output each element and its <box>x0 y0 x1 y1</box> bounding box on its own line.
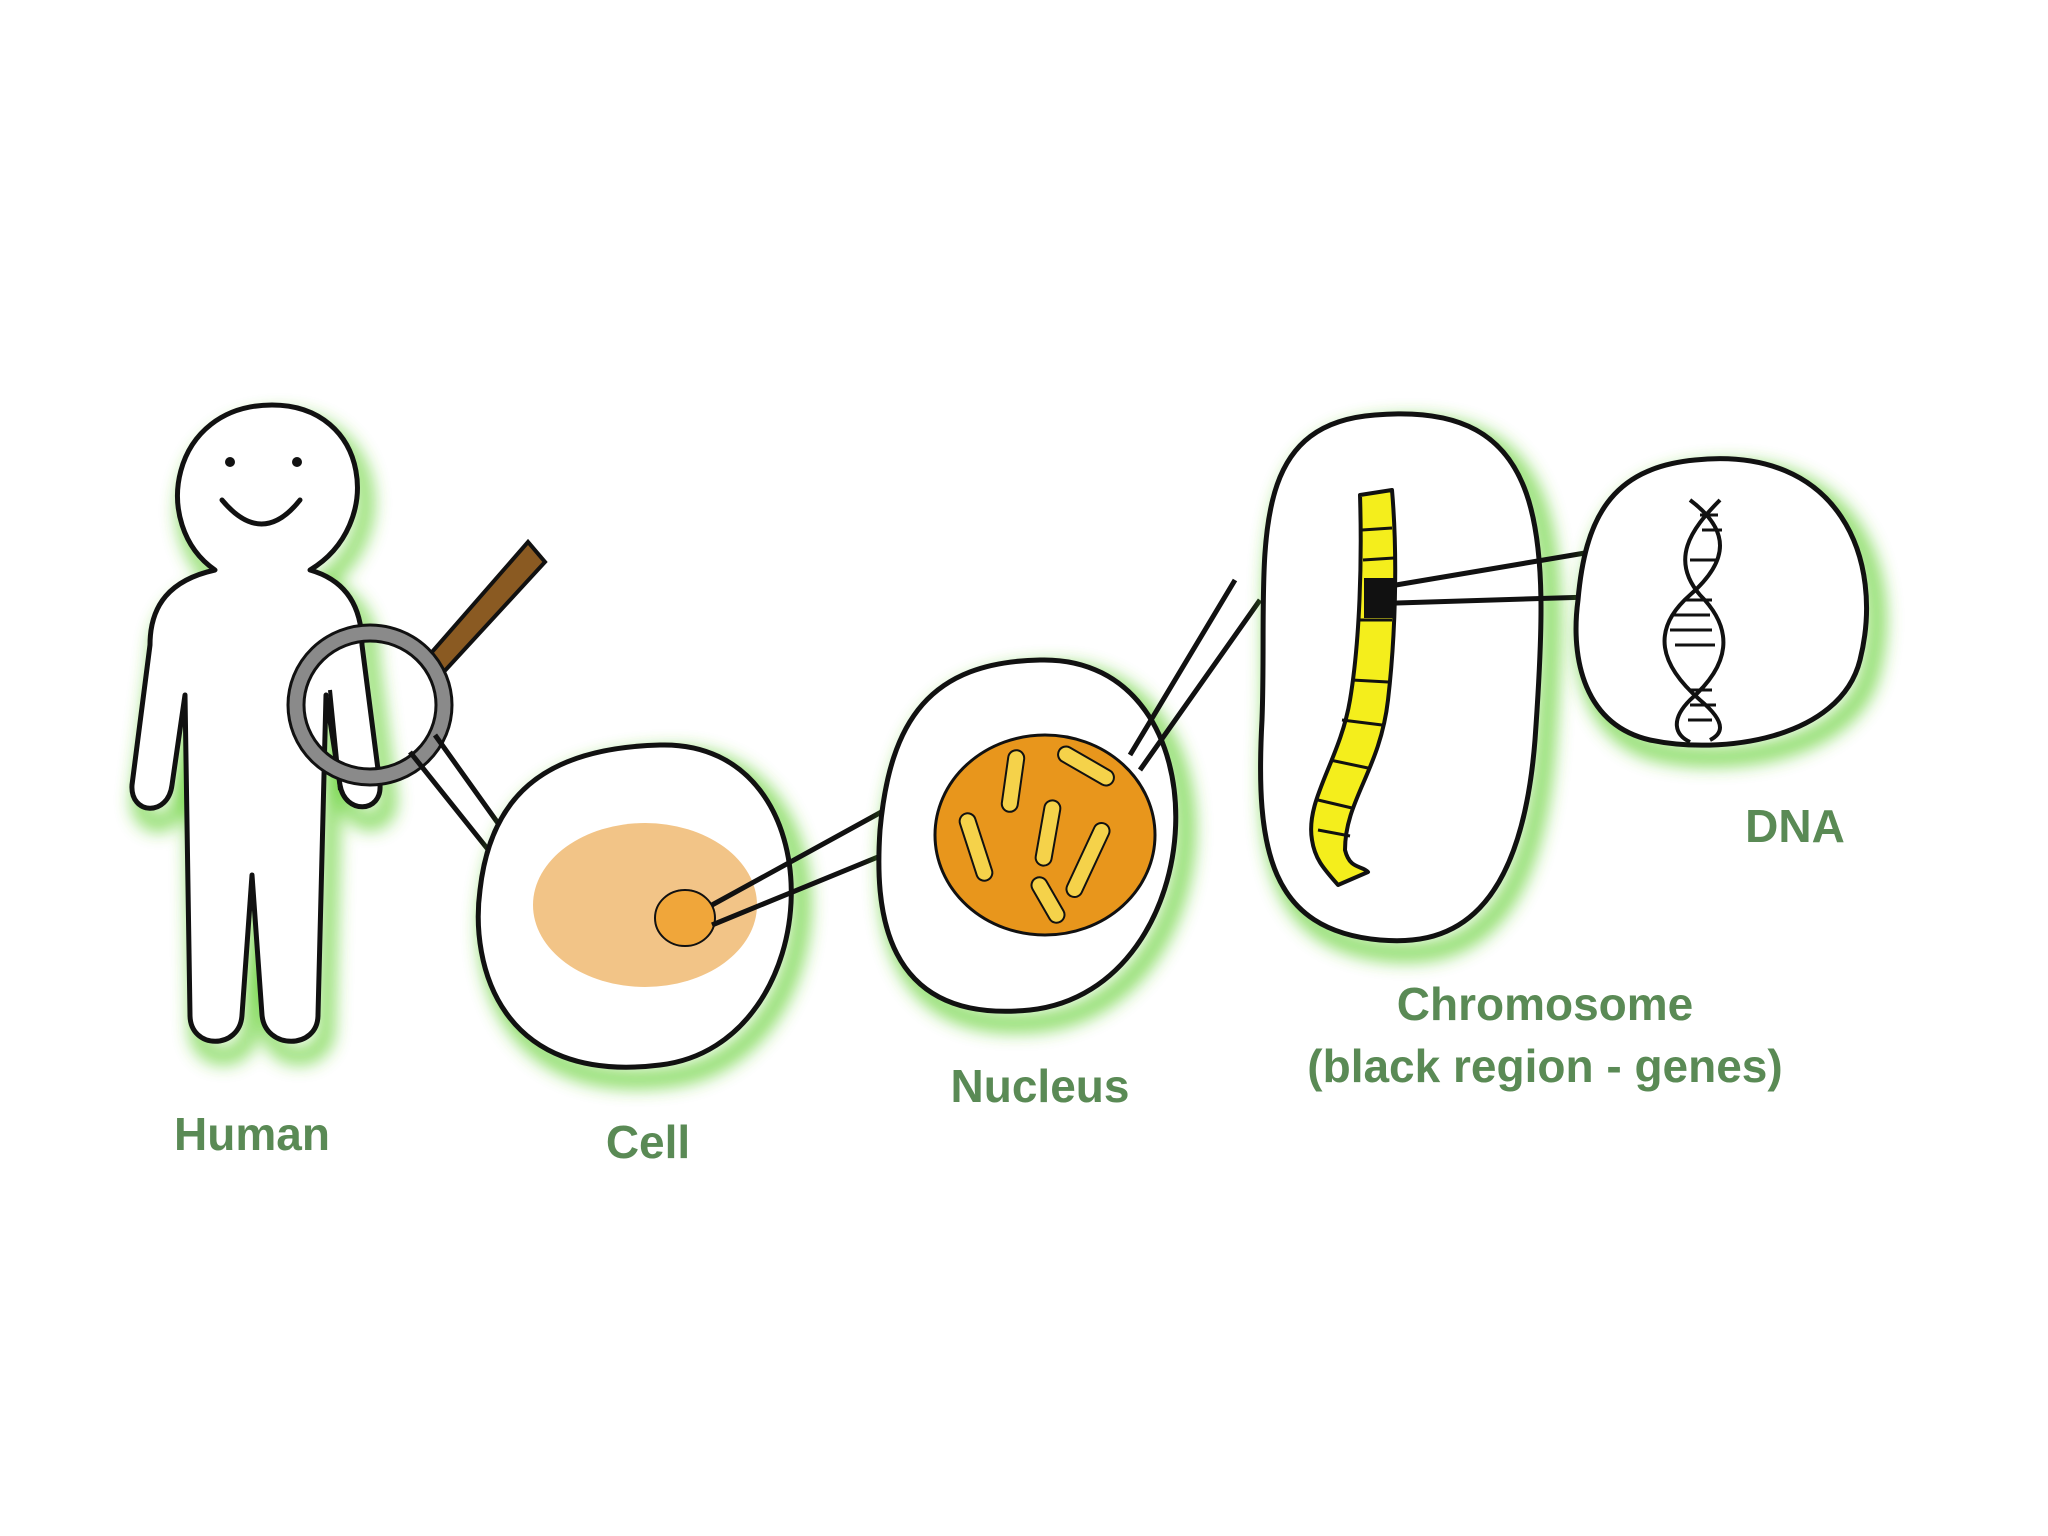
dna-outline <box>1573 456 1869 748</box>
chromosome-bands <box>1317 526 1395 838</box>
cell-cytoplasm <box>533 823 757 987</box>
chromosome-bubble <box>1258 411 1560 961</box>
label-nucleus: Nucleus <box>951 1060 1130 1112</box>
cell-bubble <box>475 742 810 1088</box>
label-chromosome: Chromosome <box>1397 978 1693 1030</box>
human-smile <box>219 497 303 527</box>
label-dna: DNA <box>1745 800 1845 852</box>
dna-double-helix-icon <box>1662 498 1726 744</box>
cell-nucleus <box>654 889 716 947</box>
chromatin-strands <box>958 745 1115 924</box>
human-body <box>129 402 383 1044</box>
human-eye-right <box>292 457 302 467</box>
chromosome-outline <box>1258 411 1544 944</box>
label-chromosome-note: (black region - genes) <box>1307 1040 1782 1092</box>
human-eye-left <box>225 457 235 467</box>
human-figure <box>129 402 395 1064</box>
zoom-beam-nucleus-to-chromosome <box>1127 578 1263 772</box>
magnifying-glass-icon <box>286 538 548 787</box>
dna-bubble <box>1573 456 1885 766</box>
zoom-beam-cell-to-nucleus <box>710 807 896 928</box>
nucleus-bubble <box>876 657 1194 1032</box>
zoom-beam-chromosome-to-dna <box>1395 550 1591 606</box>
label-human: Human <box>174 1108 330 1160</box>
label-cell: Cell <box>606 1116 690 1168</box>
gene-region <box>1364 578 1394 618</box>
